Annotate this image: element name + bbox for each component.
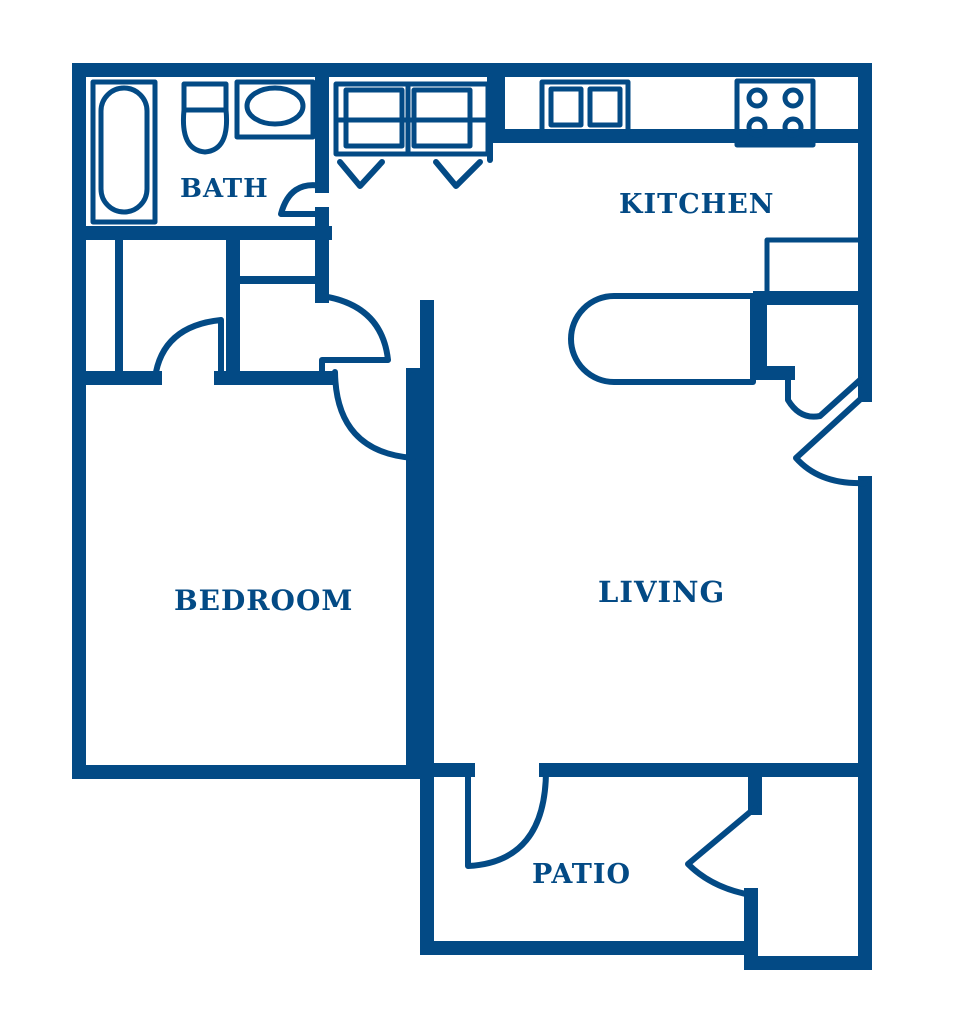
toilet	[180, 81, 230, 155]
room-label-patio: PATIO	[532, 859, 632, 890]
kitchen-counter-wall	[491, 70, 872, 143]
patio-wall	[420, 765, 758, 955]
room-label-kitchen: KITCHEN	[619, 189, 775, 220]
bath-door	[278, 182, 325, 217]
bathtub	[90, 79, 158, 225]
utility-closet	[753, 291, 872, 380]
pantry-door-left	[337, 159, 385, 189]
bedroom-closet-door	[152, 317, 224, 381]
refrigerator	[764, 237, 868, 301]
kitchen-sink	[539, 79, 631, 135]
utility-closet-door	[785, 370, 863, 420]
pantry-door-right	[433, 159, 483, 189]
storage-wall	[744, 761, 872, 970]
stove	[734, 78, 816, 148]
room-label-living: LIVING	[598, 575, 726, 609]
pantry-inner-left	[343, 87, 405, 149]
storage-door	[685, 805, 758, 898]
vanity	[234, 79, 316, 140]
patio-door	[465, 767, 549, 869]
burner-4	[782, 116, 804, 138]
room-label-bedroom: BEDROOM	[174, 584, 354, 617]
bathtub-basin	[98, 85, 150, 215]
burner-1	[746, 87, 768, 109]
pantry-inner-right	[411, 87, 473, 149]
entry-door	[793, 392, 868, 487]
storage-partition	[744, 771, 762, 955]
linen-closet-door	[319, 293, 391, 381]
burner-3	[746, 116, 768, 138]
burner-2	[782, 87, 804, 109]
sink	[244, 85, 306, 127]
room-label-bath: BATH	[180, 174, 269, 204]
kitchen-sink-basin-left	[548, 86, 584, 128]
kitchen-sink-basin-right	[587, 86, 623, 128]
breakfast-bar	[568, 293, 756, 385]
bedroom-door	[332, 369, 416, 461]
